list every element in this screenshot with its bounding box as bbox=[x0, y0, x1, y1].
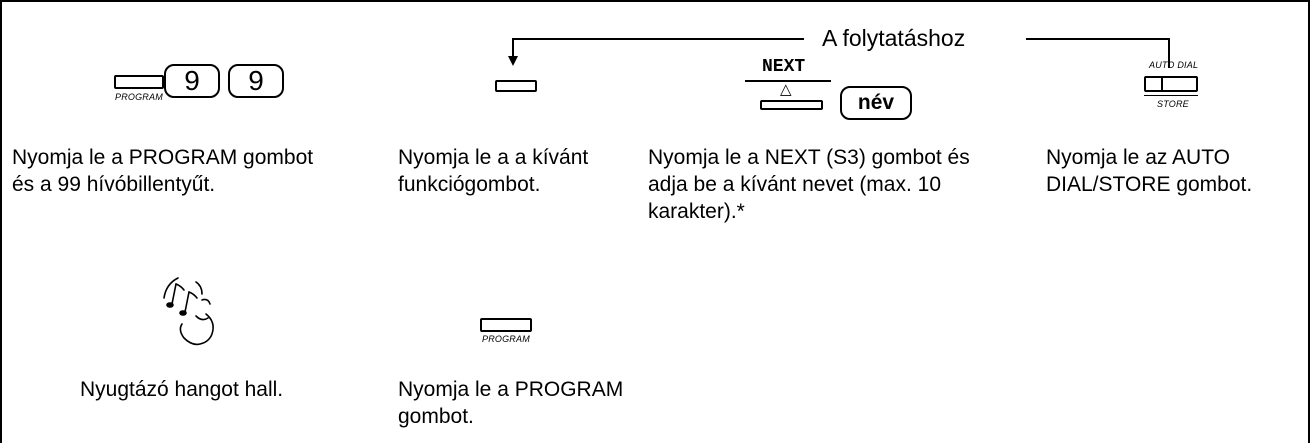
step-description: Nyomja le a PROGRAM gombot és a 99 hívób… bbox=[12, 146, 314, 196]
program-key bbox=[114, 75, 164, 89]
arrow-down-icon bbox=[508, 56, 518, 66]
function-key bbox=[495, 80, 537, 92]
auto-dial-store-key bbox=[1144, 76, 1198, 92]
digit-key-9: 9 bbox=[228, 64, 284, 98]
name-key: név bbox=[840, 86, 912, 120]
digit-key-9: 9 bbox=[164, 64, 220, 98]
softkey-s3 bbox=[760, 100, 823, 110]
next-softkey-label: NEXT bbox=[762, 57, 806, 77]
step-description: Nyugtázó hangot hall. bbox=[80, 378, 284, 401]
triangle-icon: △ bbox=[780, 81, 792, 98]
step-description: Nyomja le az AUTO DIAL/STORE gombot. bbox=[1046, 146, 1253, 196]
program-key-label: PROGRAM bbox=[482, 334, 530, 344]
step-description: Nyomja le a PROGRAM gombot. bbox=[398, 378, 624, 428]
store-label: STORE bbox=[1157, 99, 1189, 109]
auto-dial-label: AUTO DIAL bbox=[1149, 60, 1199, 70]
step-description: Nyomja le a NEXT (S3) gombot és adja be … bbox=[648, 146, 970, 223]
continue-label: A folytatáshoz bbox=[822, 25, 966, 51]
step-description: Nyomja le a a kívánt funkciógombot. bbox=[398, 146, 589, 196]
handset-tone-icon bbox=[163, 277, 214, 346]
program-key bbox=[480, 318, 532, 332]
program-key-label: PROGRAM bbox=[115, 92, 163, 102]
